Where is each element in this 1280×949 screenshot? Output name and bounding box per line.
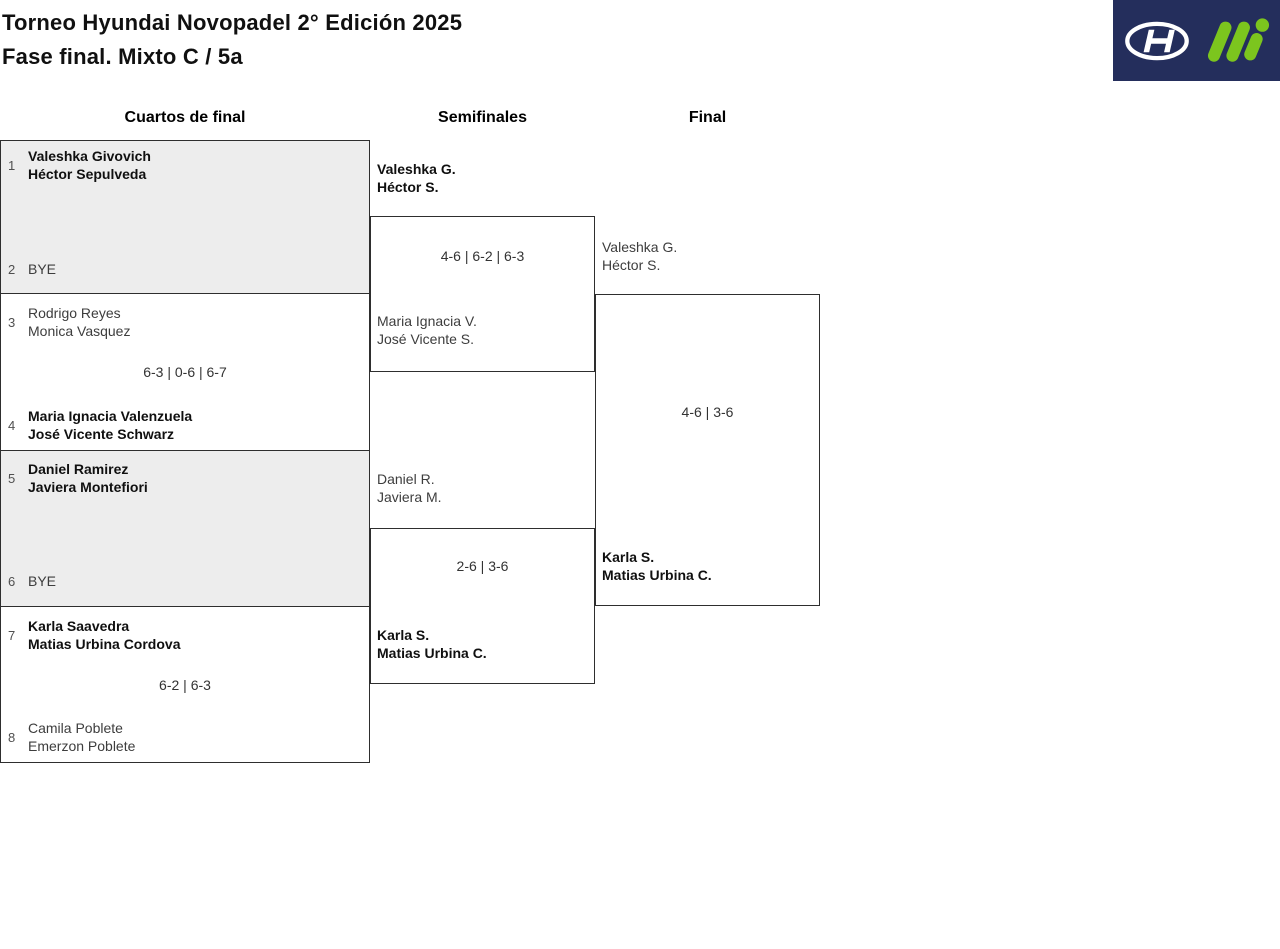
player-name: José Vicente S.: [377, 331, 475, 347]
player-name: Daniel Ramirez: [28, 461, 129, 477]
team-entry-final-top: Valeshka G. Héctor S.: [602, 238, 677, 274]
player-name: Matias Urbina Cordova: [28, 636, 181, 652]
team-entry-sf1-top: Valeshka G. Héctor S.: [377, 160, 456, 196]
match-score-qf2: 6-3 | 0-6 | 6-7: [143, 364, 227, 380]
column-header-semifinals: Semifinales: [438, 109, 527, 126]
match-box-qf1: [0, 140, 370, 294]
team-entry-qf4-top: 7 Karla Saavedra Matias Urbina Cordova: [8, 617, 180, 653]
team-entry-sf1-bottom: Maria Ignacia V. José Vicente S.: [377, 312, 477, 348]
team-entry-qf3-bottom: 6 BYE: [8, 572, 56, 590]
player-name: Daniel R.: [377, 471, 435, 487]
player-name: Maria Ignacia Valenzuela: [28, 408, 193, 424]
seed-number: 3: [8, 314, 16, 330]
match-box-final: [595, 294, 820, 606]
player-name: Valeshka Givovich: [28, 148, 151, 164]
seed-number: 4: [8, 417, 16, 433]
match-box-qf3: [0, 450, 370, 607]
team-entry-qf1-bottom: 2 BYE: [8, 260, 56, 278]
player-name: Camila Poblete: [28, 720, 123, 736]
match-box-sf1: [370, 216, 595, 372]
player-name: Rodrigo Reyes: [28, 305, 121, 321]
match-score-sf1: 4-6 | 6-2 | 6-3: [440, 248, 525, 264]
seed-number: 6: [8, 573, 16, 589]
player-name: Javiera M.: [377, 489, 442, 505]
team-entry-qf2-top: 3 Rodrigo Reyes Monica Vasquez: [8, 304, 130, 340]
team-entry-qf2-bottom: 4 Maria Ignacia Valenzuela José Vicente …: [8, 407, 192, 443]
bye-label: BYE: [28, 573, 57, 589]
team-entry-qf4-bottom: 8 Camila Poblete Emerzon Poblete: [8, 719, 135, 755]
player-name: Javiera Montefiori: [28, 479, 148, 495]
player-name: Emerzon Poblete: [28, 738, 136, 754]
team-entry-qf1-top: 1 Valeshka Givovich Héctor Sepulveda: [8, 147, 151, 183]
team-entry-sf2-bottom: Karla S. Matias Urbina C.: [377, 626, 487, 662]
seed-number: 7: [8, 627, 16, 643]
match-score-final: 4-6 | 3-6: [681, 404, 734, 420]
mi-logo-icon: [1207, 17, 1269, 62]
player-name: Héctor Sepulveda: [28, 166, 147, 182]
seed-number: 2: [8, 261, 16, 277]
player-name: Matias Urbina C.: [377, 645, 487, 661]
match-score-sf2: 2-6 | 3-6: [456, 558, 509, 574]
seed-number: 1: [8, 157, 16, 173]
player-name: José Vicente Schwarz: [28, 426, 175, 442]
team-entry-sf2-top: Daniel R. Javiera M.: [377, 470, 442, 506]
player-name: Matias Urbina C.: [602, 567, 712, 583]
match-score-qf4: 6-2 | 6-3: [159, 677, 211, 693]
player-name: Monica Vasquez: [28, 323, 131, 339]
match-box-qf4: [0, 606, 370, 763]
page-subtitle: Fase final. Mixto C / 5a: [2, 44, 243, 69]
match-box-sf2: [370, 528, 595, 684]
player-name: Héctor S.: [377, 179, 439, 195]
column-header-final: Final: [688, 109, 727, 126]
team-entry-qf3-top: 5 Daniel Ramirez Javiera Montefiori: [8, 460, 148, 496]
page-title: Torneo Hyundai Novopadel 2° Edición 2025: [2, 10, 463, 35]
seed-number: 8: [8, 729, 16, 745]
player-name: Valeshka G.: [602, 239, 678, 255]
bye-label: BYE: [28, 261, 57, 277]
player-name: Héctor S.: [602, 257, 661, 273]
player-name: Valeshka G.: [377, 161, 456, 177]
player-name: Karla S.: [602, 549, 655, 565]
team-entry-final-bottom: Karla S. Matias Urbina C.: [602, 548, 712, 584]
player-name: Karla S.: [377, 627, 430, 643]
player-name: Karla Saavedra: [28, 618, 130, 634]
column-header-quarterfinals: Cuartos de final: [124, 109, 246, 126]
seed-number: 5: [8, 470, 16, 486]
brand-logo-block: [1113, 0, 1280, 81]
hyundai-logo-icon: [1124, 21, 1189, 60]
player-name: Maria Ignacia V.: [377, 313, 477, 329]
